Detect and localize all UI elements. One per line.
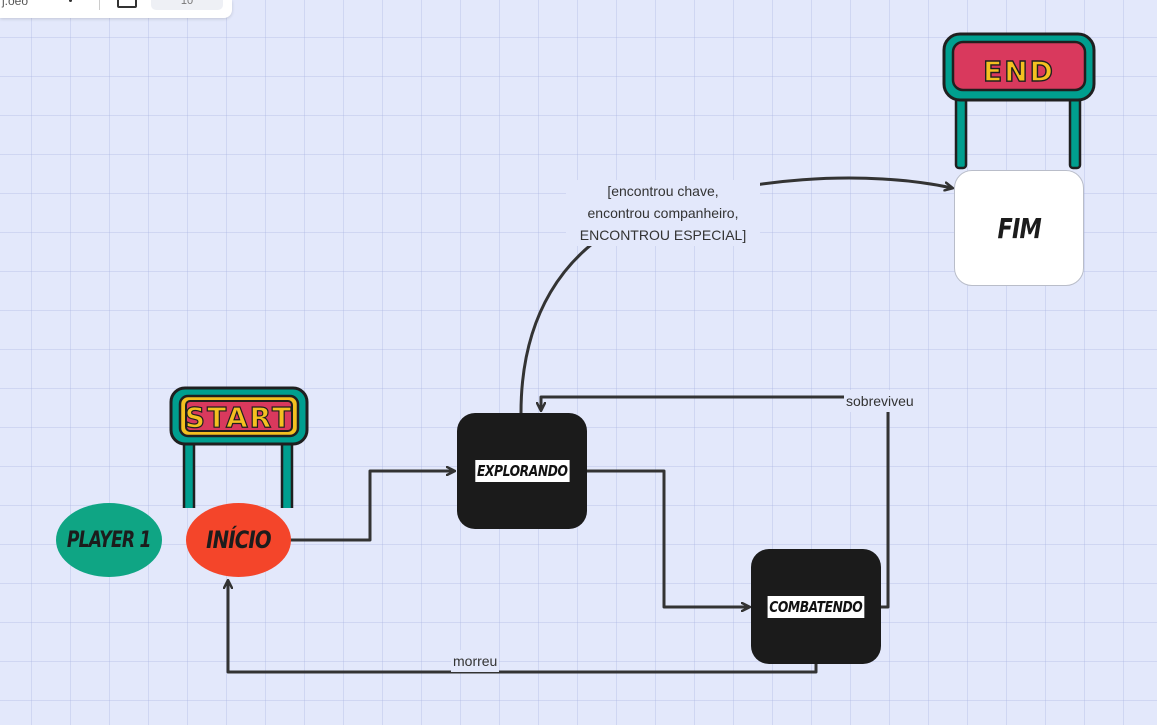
frame-icon[interactable] [117, 0, 137, 8]
start-sign-text: START [185, 401, 293, 434]
more-options-icon[interactable] [66, 0, 74, 12]
player-1-label: PLAYER 1 [67, 527, 152, 553]
inicio-label: INÍCIO [206, 526, 272, 554]
board-toolbar: j.oeo 10 [0, 0, 232, 18]
edge-label-line: ENCONTROU ESPECIAL] [579, 227, 747, 243]
zoom-level[interactable]: 10 [151, 0, 223, 10]
edge-label-encontrou: [encontrou chave, encontrou companheiro,… [566, 180, 760, 246]
edge-label-morreu: morreu [451, 650, 500, 672]
start-sign[interactable]: START [166, 383, 316, 508]
end-sign[interactable]: END [939, 30, 1099, 170]
explorando-label: EXPLORANDO [475, 460, 569, 482]
edge-inicio-explorando[interactable] [290, 471, 454, 542]
fim-state[interactable]: FIM [954, 170, 1084, 286]
edge-combatendo-inicio[interactable] [228, 581, 818, 674]
player-1-node[interactable]: PLAYER 1 [56, 503, 162, 577]
combatendo-state[interactable]: COMBATENDO [751, 549, 881, 664]
inicio-node[interactable]: INÍCIO [186, 503, 291, 577]
fim-label: FIM [997, 211, 1041, 245]
combatendo-label: COMBATENDO [767, 595, 865, 618]
edge-label-sobreviveu: sobreviveu [844, 390, 916, 412]
explorando-state[interactable]: EXPLORANDO [457, 413, 587, 529]
board-title[interactable]: j.oeo [2, 0, 29, 8]
edge-label-line: [encontrou chave, [607, 183, 719, 199]
edge-explorando-combatendo[interactable] [587, 469, 749, 607]
end-sign-text: END [983, 55, 1055, 88]
toolbar-divider [99, 0, 100, 10]
edge-label-line: encontrou companheiro, [587, 205, 739, 221]
